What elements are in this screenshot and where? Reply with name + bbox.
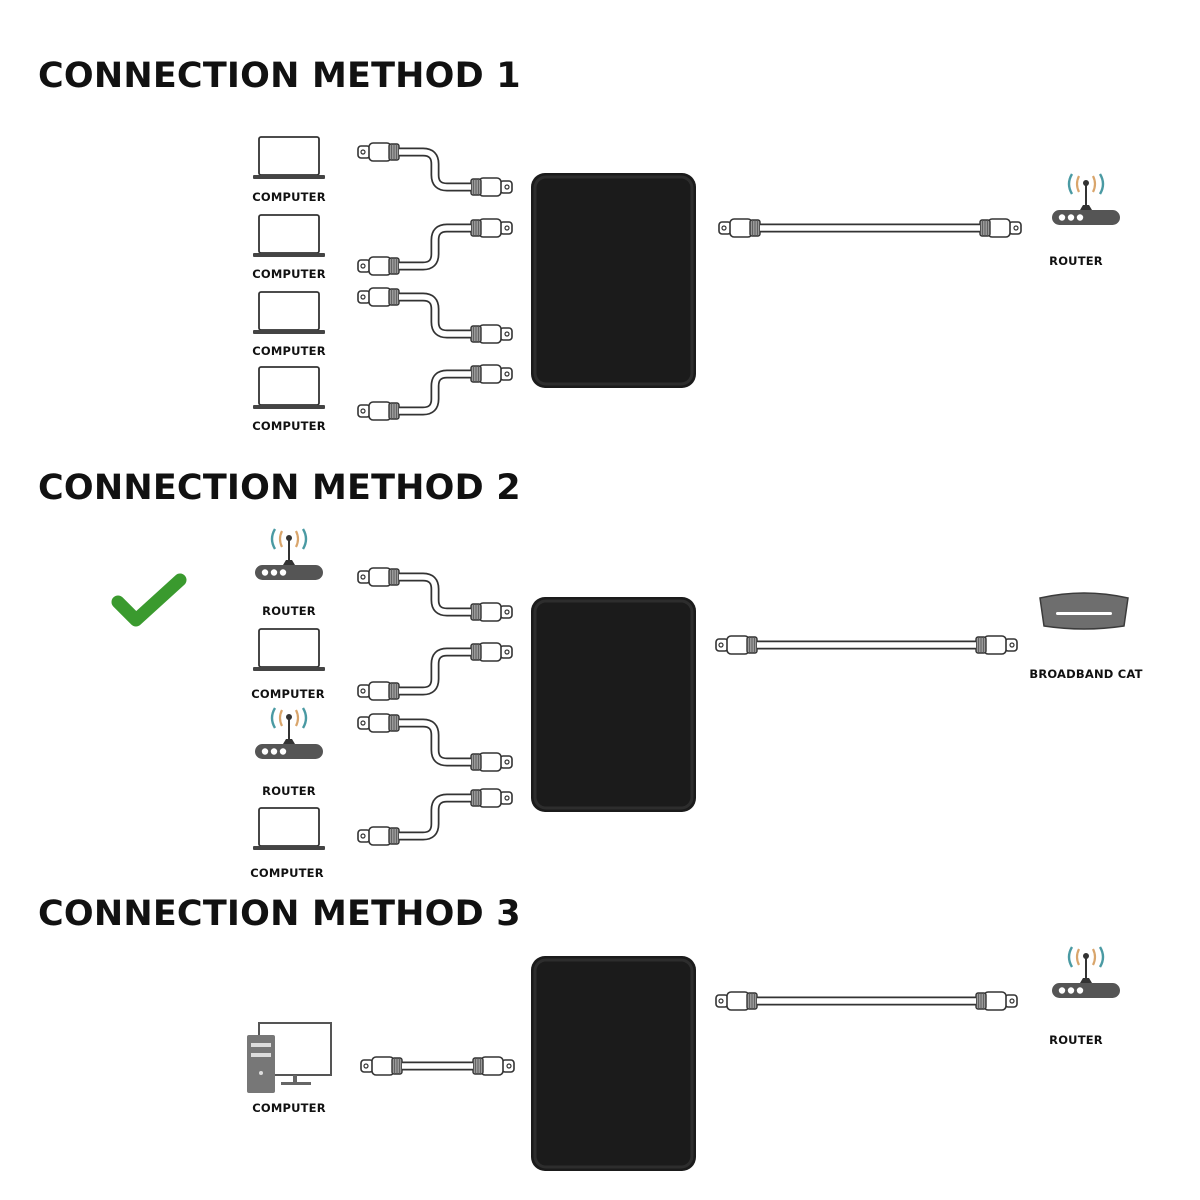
modem-label: BROADBAND CAT bbox=[1029, 667, 1143, 681]
patch-cable bbox=[357, 142, 513, 197]
device-label: COMPUTER bbox=[252, 190, 326, 204]
section-title-3: CONNECTION METHOD 3 bbox=[38, 894, 521, 934]
laptop-icon bbox=[253, 214, 325, 257]
patch-cable bbox=[357, 364, 513, 421]
uplink-cable bbox=[715, 635, 1018, 655]
patch-cable bbox=[357, 642, 513, 701]
laptop-icon bbox=[253, 136, 325, 179]
switch-box bbox=[531, 956, 696, 1171]
router-icon bbox=[255, 528, 323, 580]
router-icon bbox=[1052, 173, 1120, 225]
switch-box bbox=[531, 597, 696, 812]
uplink-cable bbox=[360, 1056, 515, 1076]
router-icon bbox=[1052, 946, 1120, 998]
device-label: ROUTER bbox=[262, 784, 316, 798]
device-label: COMPUTER bbox=[252, 419, 326, 433]
patch-cable bbox=[357, 567, 513, 622]
broadband-modem-icon bbox=[1039, 592, 1129, 630]
section-title-2: CONNECTION METHOD 2 bbox=[38, 468, 521, 508]
router-label: ROUTER bbox=[1049, 254, 1103, 268]
device-label: COMPUTER bbox=[252, 267, 326, 281]
patch-cable bbox=[357, 287, 513, 344]
laptop-icon bbox=[253, 291, 325, 334]
uplink-cable bbox=[718, 218, 1022, 238]
patch-cable bbox=[357, 218, 513, 276]
uplink-cable bbox=[715, 991, 1018, 1011]
checkmark-icon bbox=[111, 573, 187, 627]
router-label: ROUTER bbox=[1049, 1033, 1103, 1047]
section-title-1: CONNECTION METHOD 1 bbox=[38, 56, 521, 96]
desktop-computer-icon bbox=[247, 1022, 332, 1093]
patch-cable bbox=[357, 713, 513, 772]
switch-box bbox=[531, 173, 696, 388]
router-icon bbox=[255, 707, 323, 759]
laptop-icon bbox=[253, 366, 325, 409]
device-label: ROUTER bbox=[262, 604, 316, 618]
patch-cable bbox=[357, 788, 513, 846]
device-label: COMPUTER bbox=[252, 344, 326, 358]
device-label: COMPUTER bbox=[251, 687, 325, 701]
device-label: COMPUTER bbox=[250, 866, 324, 880]
device-label: COMPUTER bbox=[252, 1101, 326, 1115]
laptop-icon bbox=[253, 628, 325, 671]
laptop-icon bbox=[253, 807, 325, 850]
